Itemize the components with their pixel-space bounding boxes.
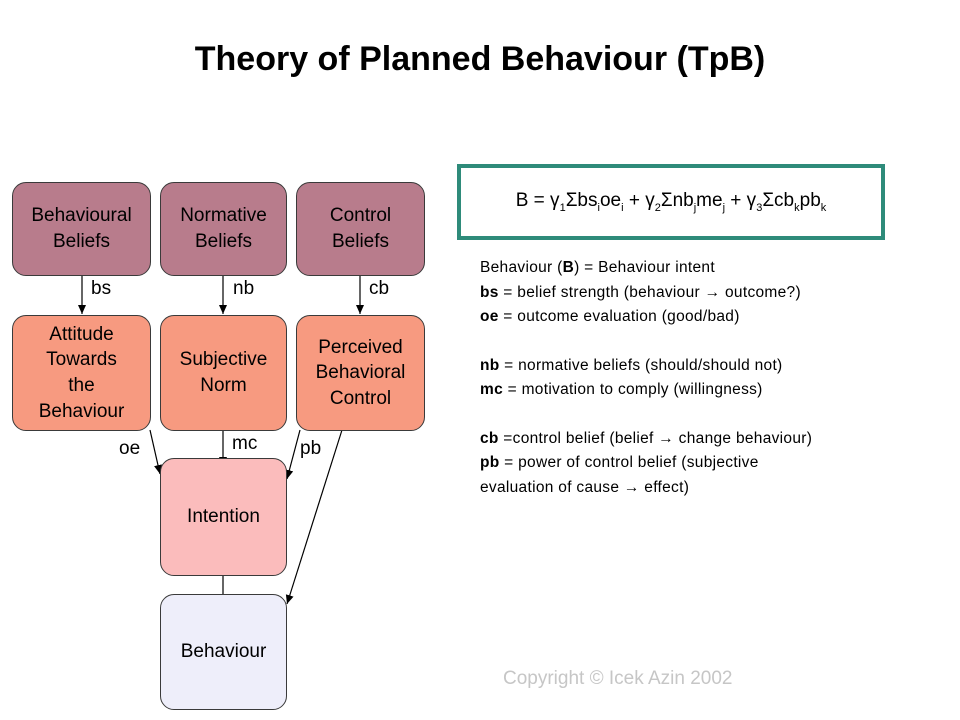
- behavioural-beliefs-label: Behavioural Beliefs: [31, 205, 132, 252]
- definition-pb: pb = power of control belief (subjective: [480, 454, 759, 471]
- perceived-behavioral-control-box: Perceived Behavioral Control: [296, 315, 425, 431]
- formula-box: B = γ1Σbsioei + γ2Σnbjmej + γ3Σcbkpbk: [457, 164, 885, 240]
- edge-label-oe: oe: [119, 438, 141, 459]
- edge-label-nb: nb: [233, 278, 255, 299]
- edge-label-bs: bs: [91, 278, 112, 299]
- arrow-oe: [149, 429, 162, 475]
- normative-beliefs-label: Normative Beliefs: [180, 205, 267, 252]
- subjective-norm-box: Subjective Norm: [160, 315, 287, 431]
- behaviour-label: Behaviour: [180, 641, 267, 663]
- edge-label-cb: cb: [369, 278, 390, 299]
- attitude-box: Attitude Towards the Behaviour: [12, 315, 151, 431]
- definition-bs: bs = belief strength (behaviour → outcom…: [480, 283, 801, 301]
- definition-mc: mc = motivation to comply (willingness): [480, 381, 763, 398]
- edge-label-pb: pb: [300, 438, 322, 459]
- formula-text: B = γ1Σbsioei + γ2Σnbjmej + γ3Σcbkpbk: [515, 190, 827, 214]
- diagram-title: Theory of Planned Behaviour (TpB): [194, 40, 766, 78]
- intention-label: Intention: [187, 506, 260, 528]
- definition-nb: nb = normative beliefs (should/should no…: [480, 356, 783, 374]
- arrow-pbc-behaviour: [285, 429, 343, 605]
- attitude-label: Attitude Towards the Behaviour: [38, 323, 125, 422]
- definition-cb: cb =control belief (belief → change beha…: [480, 429, 813, 447]
- edge-label-mc: mc: [232, 433, 258, 454]
- behaviour-box: Behaviour: [160, 594, 287, 710]
- subjective-norm-label: Subjective Norm: [179, 349, 268, 396]
- definition-behaviour: Behaviour (B) = Behaviour intent: [480, 259, 715, 276]
- copyright-text: Copyright © Icek Azin 2002: [503, 668, 733, 689]
- arrow-pb: [285, 429, 301, 480]
- definitions-list: Behaviour (B) = Behaviour intent bs = be…: [480, 256, 812, 500]
- control-beliefs-box: Control Beliefs: [296, 182, 425, 276]
- normative-beliefs-box: Normative Beliefs: [160, 182, 287, 276]
- definition-pb-cont: evaluation of cause → effect): [480, 478, 690, 496]
- behavioural-beliefs-box: Behavioural Beliefs: [12, 182, 151, 276]
- definition-oe: oe = outcome evaluation (good/bad): [480, 308, 740, 325]
- perceived-behavioral-control-label: Perceived Behavioral Control: [315, 336, 406, 409]
- intention-box: Intention: [160, 458, 287, 576]
- control-beliefs-label: Control Beliefs: [329, 205, 392, 252]
